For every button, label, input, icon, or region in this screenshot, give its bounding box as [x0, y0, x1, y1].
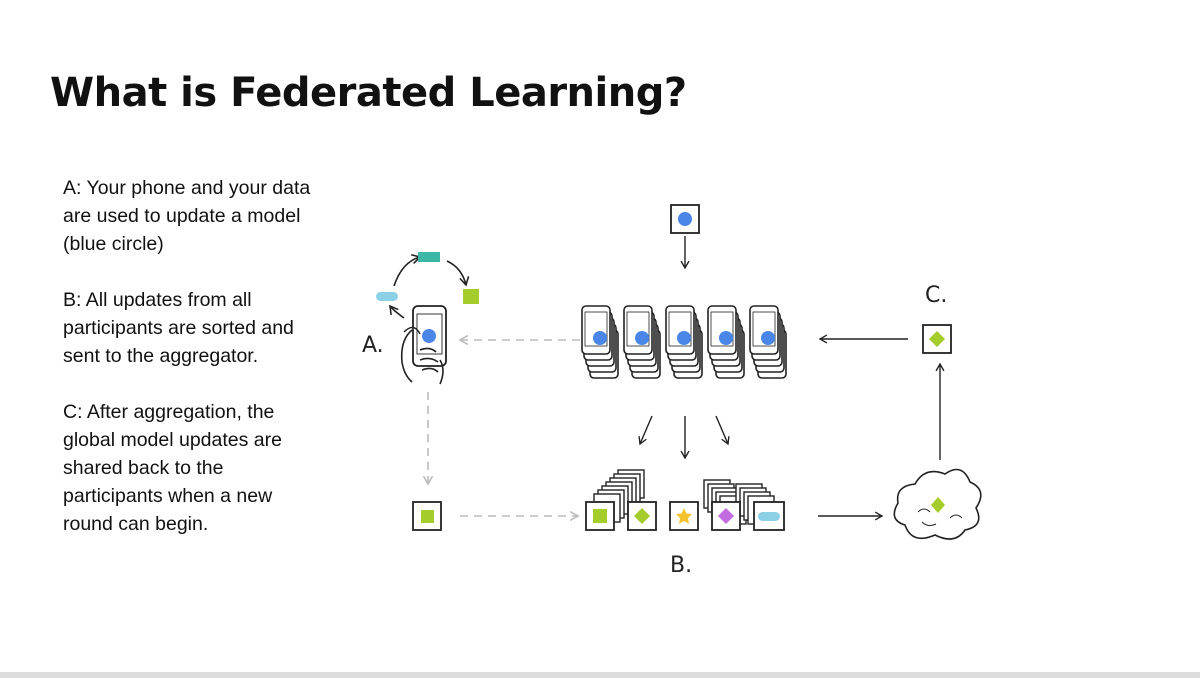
- label-b: B.: [670, 553, 692, 578]
- section-a: A.: [362, 252, 479, 385]
- description-text: A: Your phone and your data are used to …: [63, 174, 313, 566]
- aggregator-cloud: [893, 468, 982, 540]
- note-a: A: Your phone and your data are used to …: [63, 177, 311, 255]
- global-model-box: [670, 204, 700, 234]
- local-update-box: [412, 501, 442, 531]
- section-c-global-update: C.: [922, 283, 952, 354]
- label-a: A.: [362, 333, 384, 358]
- label-c: C.: [925, 283, 947, 308]
- slide-title: What is Federated Learning?: [50, 70, 687, 116]
- participant-phone-stack: [581, 305, 787, 379]
- slide-bottom-bar: [0, 672, 1200, 678]
- section-b-sorted-updates: B.: [585, 469, 785, 578]
- note-b: B: All updates from all participants are…: [63, 289, 294, 367]
- note-c: C: After aggregation, the global model u…: [63, 401, 282, 535]
